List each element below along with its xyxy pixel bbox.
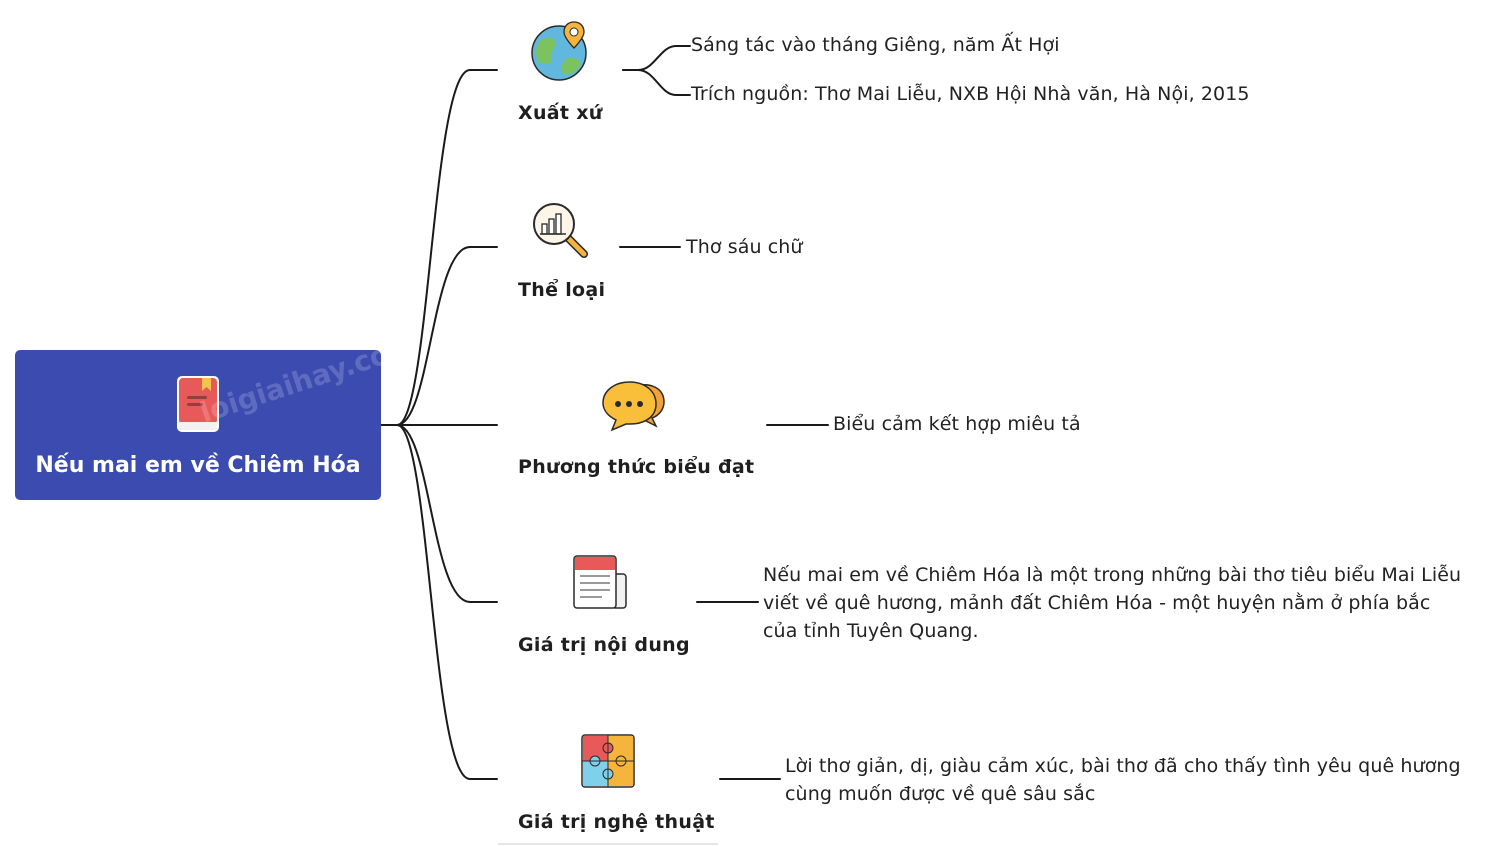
leaf-gia-tri-noi-dung[interactable]: Nếu mai em về Chiêm Hóa là một trong nhữ…: [763, 564, 1462, 642]
connector-root-xuat-xu: [380, 69, 498, 426]
leaf-phuong-thuc[interactable]: Biểu cảm kết hợp miêu tả: [833, 413, 1081, 435]
branch-title-xuat-xu[interactable]: Xuất xứ: [518, 102, 603, 124]
root-node[interactable]: Nếu mai em về Chiêm Hóa: [15, 350, 381, 500]
branch-title-phuong-thuc[interactable]: Phương thức biểu đạt: [518, 456, 755, 478]
leaf-xuat-xu-2[interactable]: Trích nguồn: Thơ Mai Liễu, NXB Hội Nhà v…: [691, 83, 1250, 105]
connector-xuat-xu-leaf-1: [622, 45, 691, 71]
connector-root-gia-tri-nghe-thuat: [380, 424, 498, 780]
root-title: Nếu mai em về Chiêm Hóa: [35, 453, 361, 478]
branch-title-the-loai[interactable]: Thể loại: [518, 279, 606, 301]
leaf-gia-tri-nghe-thuat[interactable]: Lời thơ giản, dị, giàu cảm xúc, bài thơ …: [785, 755, 1461, 805]
branch-title-gia-tri-nghe-thuat[interactable]: Giá trị nghệ thuật: [518, 811, 715, 833]
leaf-xuat-xu-1[interactable]: Sáng tác vào tháng Giêng, năm Ất Hợi: [691, 34, 1060, 56]
speech-bubbles-icon: [602, 381, 665, 432]
book-icon: [177, 376, 219, 432]
connector-xuat-xu-leaf-2: [622, 69, 691, 96]
connector-root-gia-tri-noi-dung: [380, 424, 498, 603]
divider: [498, 843, 718, 845]
leaf-the-loai[interactable]: Thơ sáu chữ: [686, 236, 803, 258]
connector-root-the-loai: [380, 246, 498, 426]
puzzle-icon: [581, 734, 635, 788]
magnifier-chart-icon: [533, 203, 588, 258]
document-icon: [573, 555, 627, 609]
branch-title-gia-tri-noi-dung[interactable]: Giá trị nội dung: [518, 634, 690, 656]
globe-location-icon: [531, 21, 587, 81]
